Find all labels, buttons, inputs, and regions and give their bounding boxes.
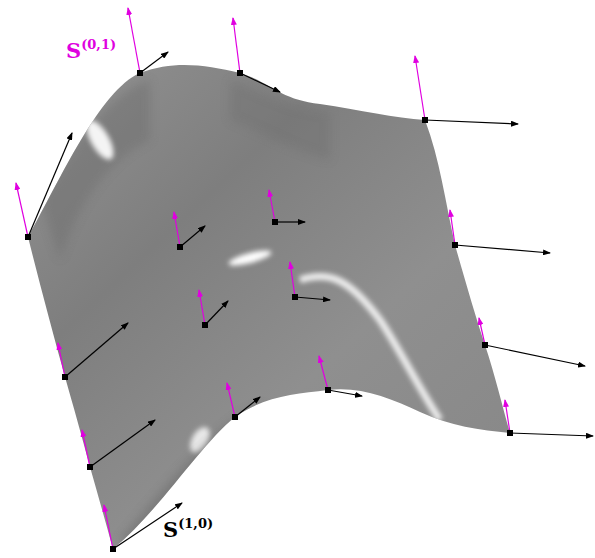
vector-symbol: S [163,517,178,542]
vector-label: S(1,0) [163,517,213,540]
vector-symbol: S [66,38,81,63]
vector-index: (0,1) [81,37,116,52]
vector-label: S(0,1) [66,38,116,61]
vector-index: (1,0) [178,516,213,531]
